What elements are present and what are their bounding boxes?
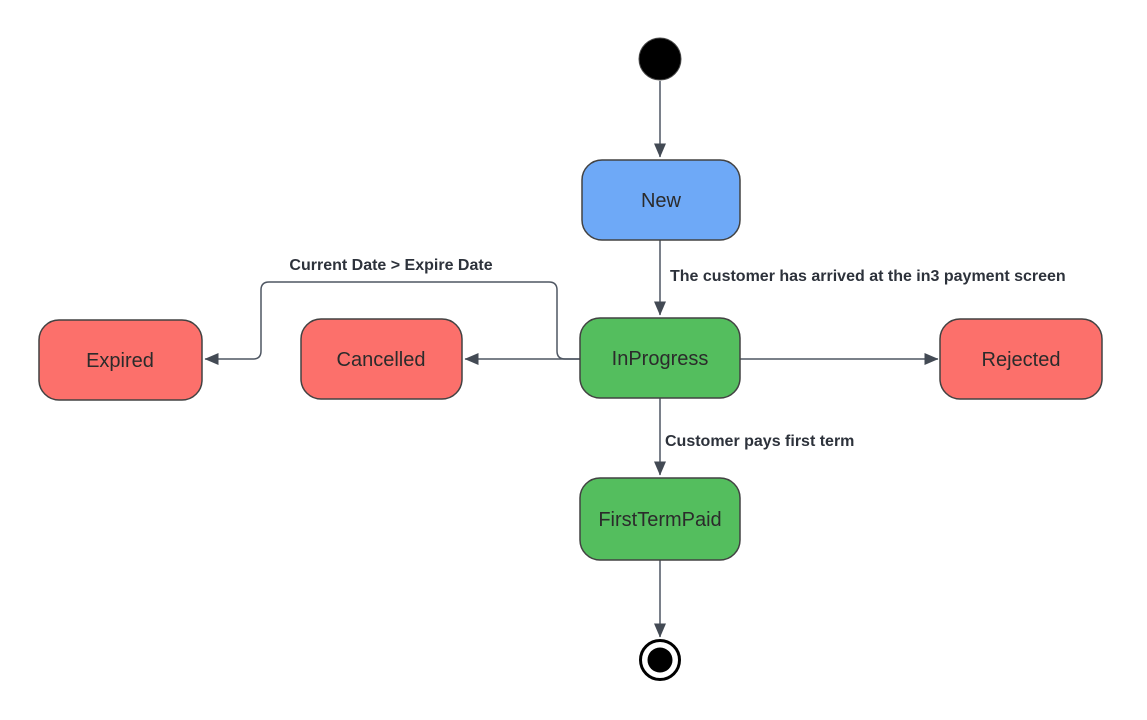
initial-state-icon[interactable] <box>638 37 682 81</box>
state-cancelled-shape[interactable] <box>300 318 463 400</box>
initial-state-node[interactable] <box>638 37 682 81</box>
final-state-node[interactable] <box>639 639 681 681</box>
state-new-label: New <box>641 190 682 212</box>
state-rejected-label: Rejected <box>982 349 1061 371</box>
state-cancelled-label: Cancelled <box>337 349 426 371</box>
state-inprogress[interactable]: InProgress <box>579 317 741 399</box>
state-expired-label: Expired <box>86 350 154 372</box>
transition-label-customer-pays: Customer pays first term <box>665 433 854 450</box>
state-firsttermpaid-shape[interactable] <box>579 477 741 561</box>
state-expired[interactable]: Expired <box>38 319 203 401</box>
state-inprogress-shape[interactable] <box>579 317 741 399</box>
transition-label-current-date: Current Date > Expire Date <box>289 257 492 274</box>
state-expired-shape[interactable] <box>38 319 203 401</box>
transition-inprogress-to-expired <box>204 281 580 365</box>
transitions-layer <box>204 81 939 638</box>
state-rejected-shape[interactable] <box>939 318 1103 400</box>
state-rejected[interactable]: Rejected <box>939 318 1103 400</box>
state-firsttermpaid[interactable]: FirstTermPaid <box>579 477 741 561</box>
edge-labels-layer: The customer has arrived at the in3 paym… <box>289 257 1065 450</box>
transition-label-customer-arrived: The customer has arrived at the in3 paym… <box>670 268 1066 285</box>
state-firsttermpaid-label: FirstTermPaid <box>598 509 721 531</box>
state-cancelled[interactable]: Cancelled <box>300 318 463 400</box>
final-state-dot-icon <box>647 647 673 673</box>
state-inprogress-label: InProgress <box>612 348 709 370</box>
state-new-shape[interactable] <box>581 159 741 241</box>
state-new[interactable]: New <box>581 159 741 241</box>
